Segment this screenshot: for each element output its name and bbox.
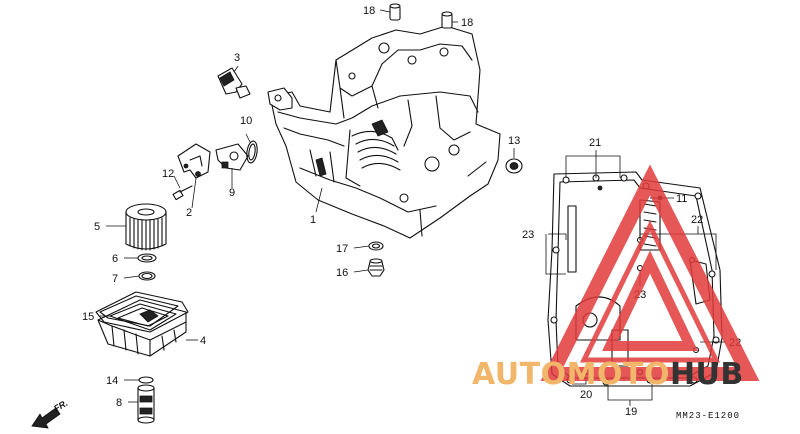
callout-7: 7 xyxy=(112,273,118,285)
callout-4: 4 xyxy=(200,335,206,347)
callout-15: 15 xyxy=(82,311,94,323)
oil-filter-element xyxy=(125,203,167,251)
o-ring-10 xyxy=(246,140,258,164)
oil-pressure-switch xyxy=(217,67,251,99)
oil-pan xyxy=(267,25,501,239)
callout-19: 19 xyxy=(625,406,637,418)
callout-22a: 22 xyxy=(691,214,703,226)
callout-23a: 23 xyxy=(522,229,534,241)
bracket-assembly xyxy=(177,143,211,179)
o-ring-14 xyxy=(138,376,154,384)
o-ring-7 xyxy=(138,271,156,281)
callout-numbers: 18 18 3 10 13 1 12 2 9 5 6 7 15 4 14 8 1… xyxy=(82,5,741,421)
callout-9: 9 xyxy=(229,187,235,199)
watermark-logo xyxy=(540,164,760,381)
callout-10: 10 xyxy=(240,115,252,127)
spring-6 xyxy=(137,253,157,263)
washer-17 xyxy=(368,241,384,251)
direction-label: FR. xyxy=(52,398,70,414)
gasket-15 xyxy=(95,291,189,333)
callout-5: 5 xyxy=(94,221,100,233)
callout-18a: 18 xyxy=(363,5,375,17)
watermark-text-part1: AUTOMOTO xyxy=(472,357,670,392)
callout-21: 21 xyxy=(589,137,601,149)
callout-8: 8 xyxy=(116,397,122,409)
callout-1: 1 xyxy=(310,214,316,226)
svg-text:AUTOMOTOHUB: AUTOMOTOHUB xyxy=(472,357,744,392)
callout-14: 14 xyxy=(106,375,118,387)
dowel-pin-right xyxy=(441,11,453,29)
diagram-code: MM23-E1200 xyxy=(676,411,740,421)
callout-3: 3 xyxy=(234,52,240,64)
watermark-text: AUTOMOTOHUB xyxy=(472,357,744,392)
oil-hose-fitting xyxy=(215,143,249,171)
callout-2: 2 xyxy=(186,207,192,219)
front-direction-arrow: FR. xyxy=(31,398,70,429)
callout-6: 6 xyxy=(112,253,118,265)
seal-13 xyxy=(505,158,523,174)
callout-16: 16 xyxy=(336,267,348,279)
callout-17: 17 xyxy=(336,243,348,255)
callout-18b: 18 xyxy=(461,17,473,29)
watermark-triangle-icon xyxy=(540,164,760,381)
drain-bolt-16 xyxy=(367,258,385,277)
callout-12: 12 xyxy=(162,168,174,180)
oil-strainer-4 xyxy=(97,299,187,357)
callout-20: 20 xyxy=(580,389,592,401)
callout-11: 11 xyxy=(676,193,687,205)
bolt-12 xyxy=(172,185,193,201)
callout-13: 13 xyxy=(508,135,520,147)
leader-lines xyxy=(100,9,726,406)
oil-pipe-8 xyxy=(137,384,155,424)
watermark-text-part2: HUB xyxy=(670,357,744,392)
dowel-pin-left xyxy=(389,3,401,21)
